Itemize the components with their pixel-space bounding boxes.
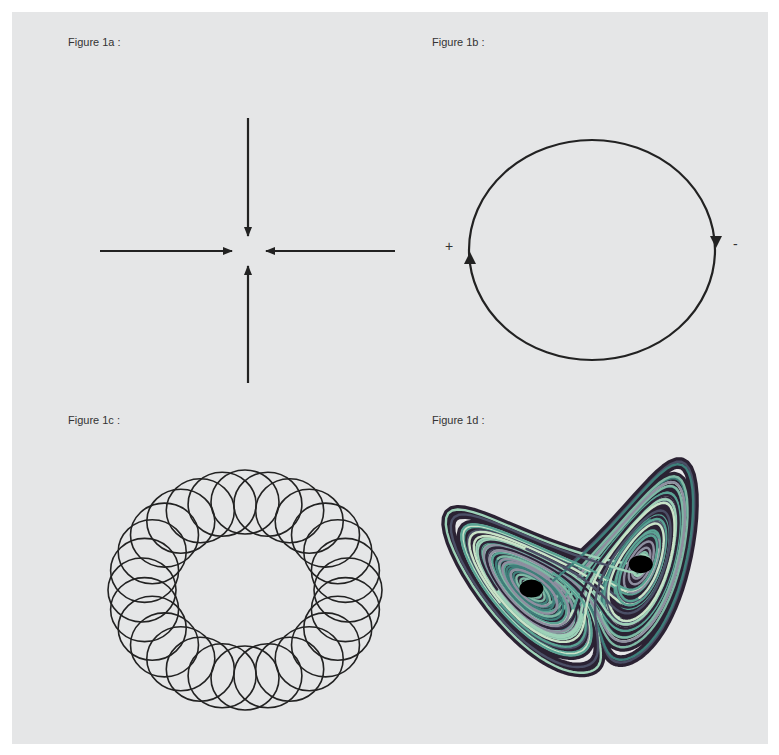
torus-loop [118,520,186,584]
torus-loop [147,489,215,553]
torus-loop [131,503,199,567]
torus-loop [234,472,302,536]
point-attractor [100,118,395,383]
torus-loop [166,637,234,701]
torus-loop [292,503,360,567]
trajectory [446,510,641,673]
torus-loop [188,644,256,708]
attractor-shadow [446,462,695,673]
torus-loop [111,538,179,602]
figure-label: Figure 1c : [68,414,120,426]
torus-attractor [108,470,382,710]
trajectory [490,551,569,626]
torus-loop [147,627,215,691]
sign-label: + [445,238,453,254]
limit-cycle [464,140,722,360]
strange-attractor [446,462,695,673]
torus-loop [166,479,234,543]
sign-label: - [733,236,738,252]
torus-loop [304,520,372,584]
trajectory [461,524,657,655]
trajectory [451,511,671,668]
torus-loop [275,627,343,691]
torus-loop [256,479,324,543]
torus-loop [311,578,379,642]
figure-label: Figure 1a : [68,36,121,48]
torus-loop [275,489,343,553]
torus-loop [118,596,186,660]
figure-label: Figure 1d : [432,414,485,426]
torus-loop [304,596,372,660]
torus-loop [311,538,379,602]
figure-label: Figure 1b : [432,36,485,48]
fixed-point [629,555,653,573]
torus-loop [292,613,360,677]
fixed-point [519,580,543,598]
torus-loop [256,637,324,701]
